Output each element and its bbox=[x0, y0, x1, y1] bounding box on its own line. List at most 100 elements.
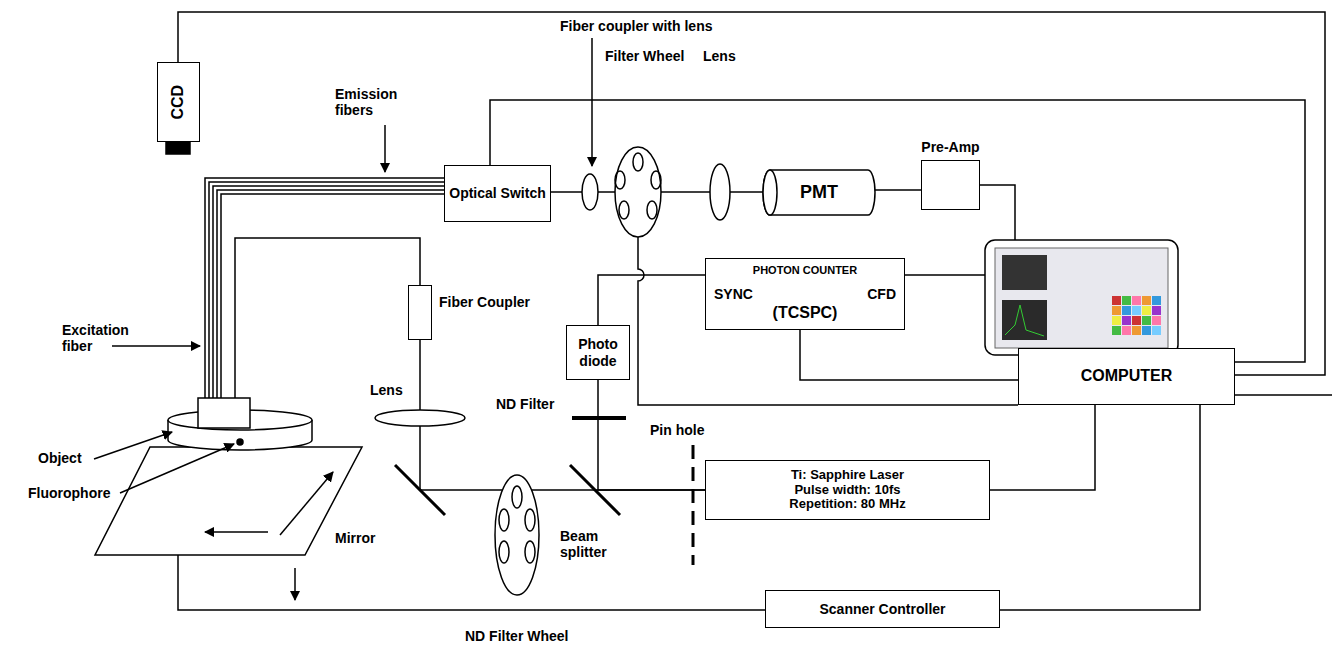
node-text: Pre-Amp bbox=[921, 139, 979, 155]
stage-arrow bbox=[205, 531, 268, 533]
beam-splitter bbox=[570, 465, 620, 515]
filter-slot bbox=[647, 201, 657, 219]
screen-cell bbox=[1112, 306, 1121, 315]
node-text: PHOTON COUNTER bbox=[706, 264, 904, 277]
fluorophore-dot bbox=[237, 439, 243, 445]
screen-cell bbox=[1112, 296, 1121, 305]
fiber-coupler: Fiber Coupler bbox=[408, 285, 432, 340]
screen-cell bbox=[1122, 326, 1131, 335]
screen-cell bbox=[1142, 306, 1151, 315]
connector-line bbox=[990, 405, 1095, 490]
screen-image bbox=[1002, 255, 1047, 290]
nd-filter-wheel bbox=[495, 475, 539, 595]
nd-slot bbox=[512, 486, 522, 508]
screen-cell bbox=[1132, 326, 1141, 335]
nd-slot bbox=[499, 509, 509, 531]
connector-line bbox=[1000, 405, 1200, 610]
excitation-fiber bbox=[235, 238, 420, 398]
photo-diode: Photo diode bbox=[566, 325, 630, 380]
leader-arrow bbox=[591, 38, 593, 166]
coupler-lens bbox=[582, 174, 598, 210]
node-text: SYNC bbox=[714, 286, 753, 302]
nd-slot bbox=[499, 541, 509, 563]
leader-arrow bbox=[94, 432, 172, 459]
pmt-cylinder bbox=[763, 170, 875, 215]
photon-counter: PHOTON COUNTER SYNC CFD (TCSPC) bbox=[705, 258, 905, 330]
scanner-controller: Scanner Controller bbox=[765, 590, 1000, 628]
emission-fiber bbox=[221, 194, 447, 398]
leader-arrow bbox=[120, 444, 234, 493]
focus-lens bbox=[375, 410, 465, 426]
connector-line bbox=[490, 100, 1305, 362]
preamp-box: Pre-Amp bbox=[921, 160, 980, 210]
part-label: Lens bbox=[370, 382, 403, 398]
connector-line bbox=[598, 275, 705, 325]
optical-switch: Optical Switch bbox=[444, 165, 551, 222]
node-text: PMT bbox=[800, 182, 838, 203]
screen-cell bbox=[1152, 326, 1161, 335]
part-label: Lens bbox=[703, 48, 736, 64]
part-label: Object bbox=[38, 450, 82, 466]
nd-slot bbox=[525, 541, 535, 563]
filter-wheel bbox=[615, 147, 661, 237]
emission-fiber bbox=[205, 178, 447, 398]
ccd-lens bbox=[166, 142, 190, 154]
screen-cell bbox=[1112, 326, 1121, 335]
screen-cell bbox=[1122, 316, 1131, 325]
scan-stage bbox=[95, 447, 362, 555]
node-text: CFD bbox=[867, 286, 896, 302]
screen-cell bbox=[1132, 296, 1141, 305]
monitor bbox=[985, 240, 1178, 355]
filter-wheel-wire bbox=[638, 237, 1018, 405]
node-text: (TCSPC) bbox=[706, 304, 904, 322]
screen-cell bbox=[1132, 306, 1141, 315]
node-text: Repetition: 80 MHz bbox=[789, 497, 905, 512]
scanner-wire bbox=[178, 555, 765, 610]
part-label: ND Filter bbox=[496, 396, 554, 412]
leader-arrow bbox=[112, 345, 200, 347]
nd-filter bbox=[572, 416, 626, 420]
screen-cell bbox=[1142, 296, 1151, 305]
detection-lens bbox=[710, 164, 730, 220]
node-text: COMPUTER bbox=[1081, 367, 1173, 385]
emission-fiber bbox=[213, 186, 447, 398]
leader-arrow bbox=[384, 125, 386, 172]
filter-slot bbox=[633, 153, 643, 171]
node-text: Fiber Coupler bbox=[439, 294, 530, 310]
node-text: CCD bbox=[169, 85, 187, 120]
computer-box: COMPUTER bbox=[1018, 348, 1235, 405]
filter-slot bbox=[651, 171, 661, 189]
part-label: Emission fibers bbox=[335, 86, 415, 118]
node-text: Pulse width: 10fs bbox=[794, 483, 900, 498]
screen-cell bbox=[1122, 306, 1131, 315]
node-text: Optical Switch bbox=[449, 185, 545, 201]
part-label: Filter Wheel bbox=[605, 48, 684, 64]
callout-label: Fiber coupler with lens bbox=[560, 18, 712, 34]
part-label: Pin hole bbox=[650, 422, 704, 438]
pmt-face bbox=[763, 170, 777, 215]
stage-arrow bbox=[280, 472, 333, 535]
screen-curve bbox=[1005, 305, 1044, 336]
screen-cell bbox=[1112, 316, 1121, 325]
fiber-probe bbox=[198, 398, 250, 428]
pin-hole bbox=[692, 445, 695, 565]
connector-line bbox=[598, 380, 705, 490]
node-text: Scanner Controller bbox=[819, 601, 945, 617]
screen-plot bbox=[1002, 300, 1047, 340]
screen-cell bbox=[1132, 316, 1141, 325]
screen-cell bbox=[1142, 326, 1151, 335]
screen-cell bbox=[1152, 316, 1161, 325]
part-label: Excitation fiber bbox=[62, 322, 142, 354]
screen-cell bbox=[1122, 296, 1131, 305]
part-label: Mirror bbox=[335, 530, 375, 546]
mirror bbox=[395, 465, 445, 515]
screen-cell bbox=[1152, 296, 1161, 305]
node-text: Photo diode bbox=[567, 336, 629, 368]
laser-box: Ti: Sapphire LaserPulse width: 10fsRepet… bbox=[705, 460, 990, 520]
part-label: ND Filter Wheel bbox=[465, 628, 568, 644]
ccd-camera: CCD bbox=[157, 62, 200, 142]
computer-wire bbox=[1235, 394, 1332, 396]
emission-fiber bbox=[209, 182, 447, 398]
screen-cell bbox=[1152, 306, 1161, 315]
screen-cell bbox=[1142, 316, 1151, 325]
